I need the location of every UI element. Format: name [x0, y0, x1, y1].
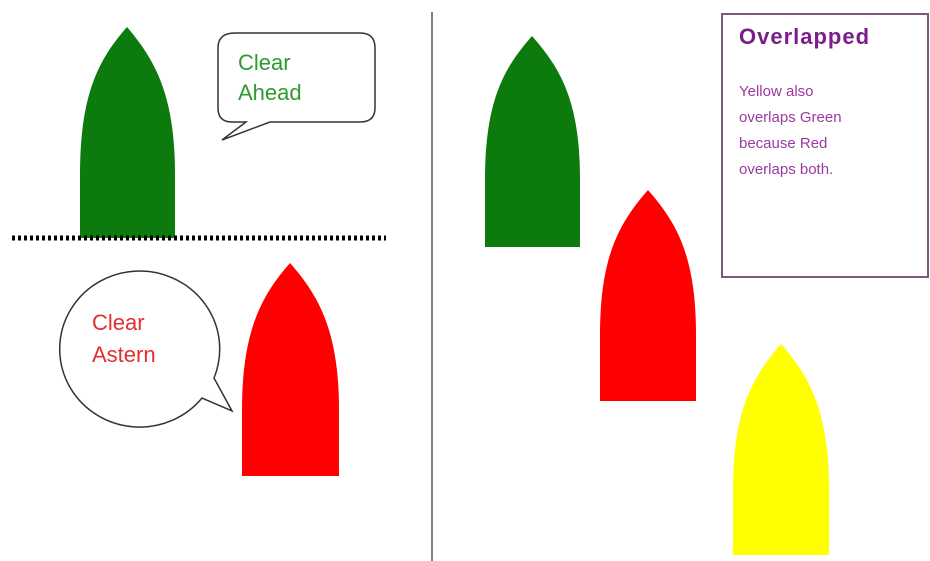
overlapped-body-line1: Yellow also: [739, 83, 814, 100]
overlapped-body-line2: overlaps Green: [739, 109, 842, 126]
clear-astern-label-line2: Astern: [92, 342, 156, 367]
red-boat-overlapped: [600, 190, 696, 401]
left-panel: Clear Ahead Clear Astern: [12, 27, 386, 476]
clear-astern-label-line1: Clear: [92, 310, 145, 335]
overlapped-title: Overlapped: [739, 24, 870, 49]
overlapped-body-line3: because Red: [739, 135, 827, 152]
right-panel: Overlapped Yellow also overlaps Green be…: [485, 14, 928, 555]
green-boat-overlapped: [485, 36, 580, 247]
overlapped-body-line4: overlaps both.: [739, 161, 833, 178]
clear-ahead-label-line1: Clear: [238, 50, 291, 75]
yellow-boat-overlapped: [733, 344, 829, 555]
green-boat-clear-ahead: [80, 27, 175, 238]
red-boat-clear-astern: [242, 263, 339, 476]
clear-ahead-label-line2: Ahead: [238, 80, 302, 105]
